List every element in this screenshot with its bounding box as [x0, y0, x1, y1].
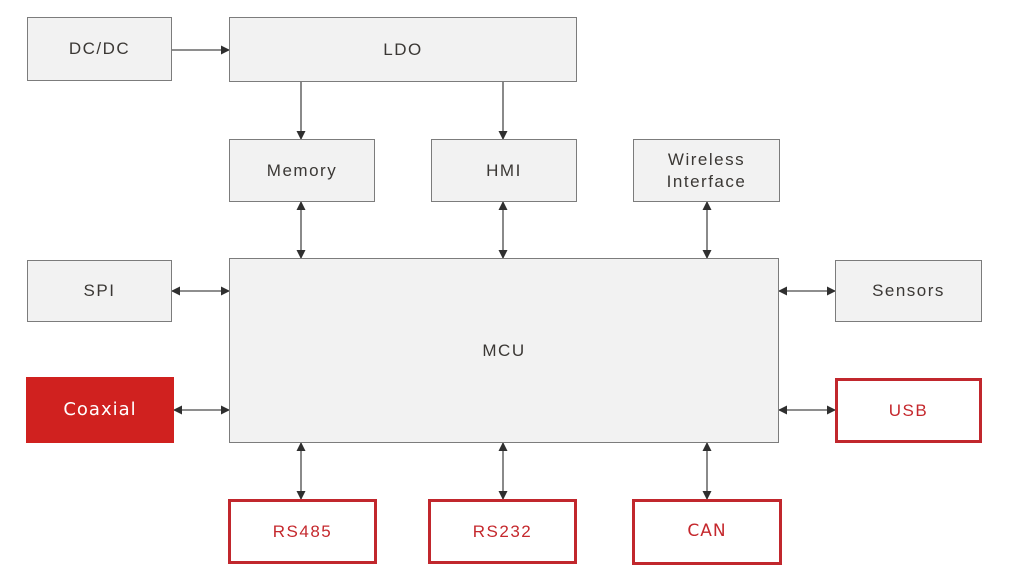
- node-label-sensors: Sensors: [872, 281, 945, 301]
- node-mcu: MCU: [229, 258, 779, 443]
- node-spi: SPI: [27, 260, 172, 322]
- node-label-wireless: Wireless Interface: [666, 150, 747, 191]
- node-sensors: Sensors: [835, 260, 982, 322]
- node-label-ldo: LDO: [383, 39, 423, 59]
- node-label-rs485: RS485: [272, 521, 333, 541]
- node-hmi: HMI: [431, 139, 577, 202]
- node-label-memory: Memory: [266, 160, 338, 180]
- node-wireless: Wireless Interface: [633, 139, 780, 202]
- node-label-hmi: HMI: [486, 160, 522, 180]
- node-coaxial: Coaxial: [26, 377, 174, 443]
- node-label-can: CAN: [687, 521, 727, 542]
- node-usb: USB: [835, 378, 982, 443]
- node-memory: Memory: [229, 139, 375, 202]
- node-ldo: LDO: [229, 17, 577, 82]
- node-label-spi: SPI: [83, 281, 116, 301]
- node-label-coaxial: Coaxial: [63, 398, 137, 420]
- node-label-mcu: MCU: [482, 340, 526, 360]
- node-label-rs232: RS232: [472, 521, 533, 541]
- node-label-usb: USB: [888, 400, 929, 420]
- node-rs232: RS232: [428, 499, 577, 564]
- node-label-dcdc: DC/DC: [68, 39, 131, 59]
- node-can: CAN: [632, 499, 782, 565]
- node-rs485: RS485: [228, 499, 377, 564]
- node-dcdc: DC/DC: [27, 17, 172, 81]
